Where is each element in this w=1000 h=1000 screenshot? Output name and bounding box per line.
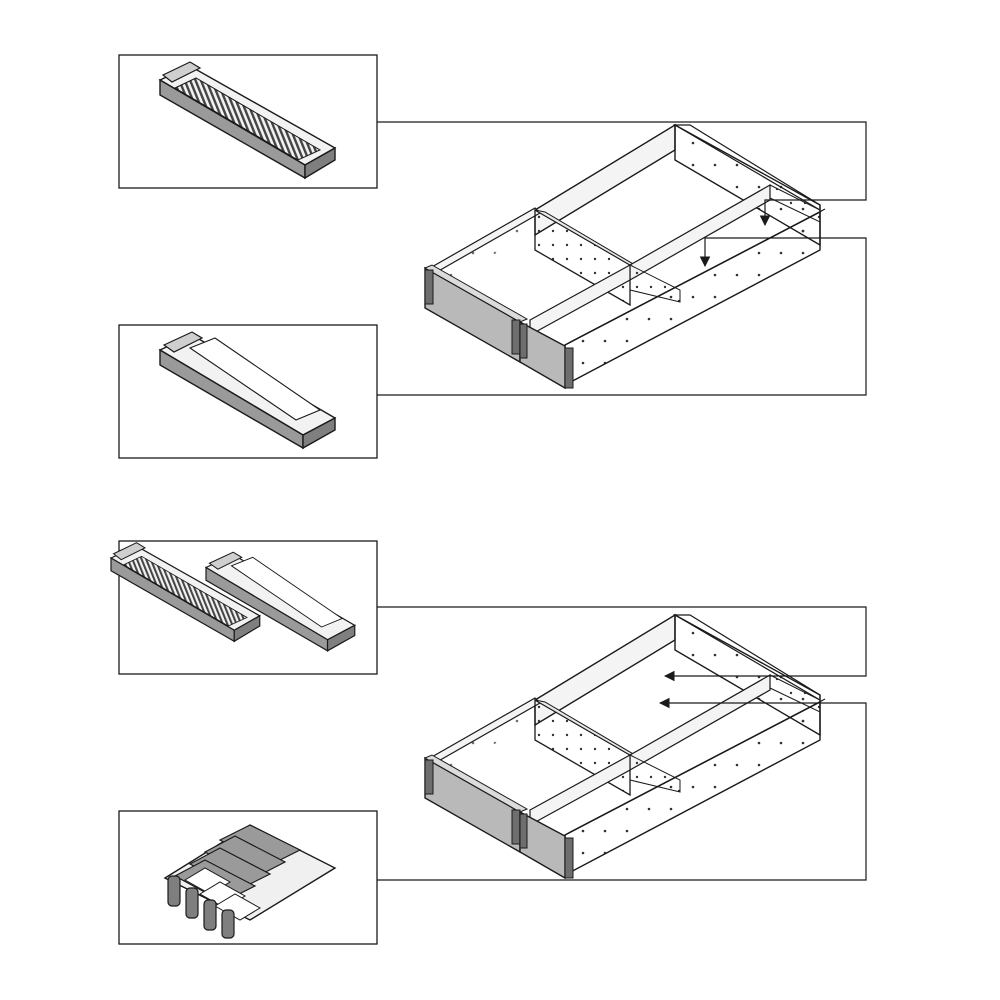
- leader-line-top-1: [377, 121, 867, 227]
- leader-line-bottom-2: [377, 697, 867, 881]
- section-top: [118, 54, 867, 459]
- leader-line-top-2: [377, 237, 867, 396]
- knife-block-insert-icon: [163, 824, 337, 939]
- drawer-organizer-icon: [424, 124, 826, 389]
- leader-line-bottom-1: [377, 606, 867, 682]
- drawer-organizer-icon: [424, 614, 826, 879]
- section-bottom: [110, 540, 867, 945]
